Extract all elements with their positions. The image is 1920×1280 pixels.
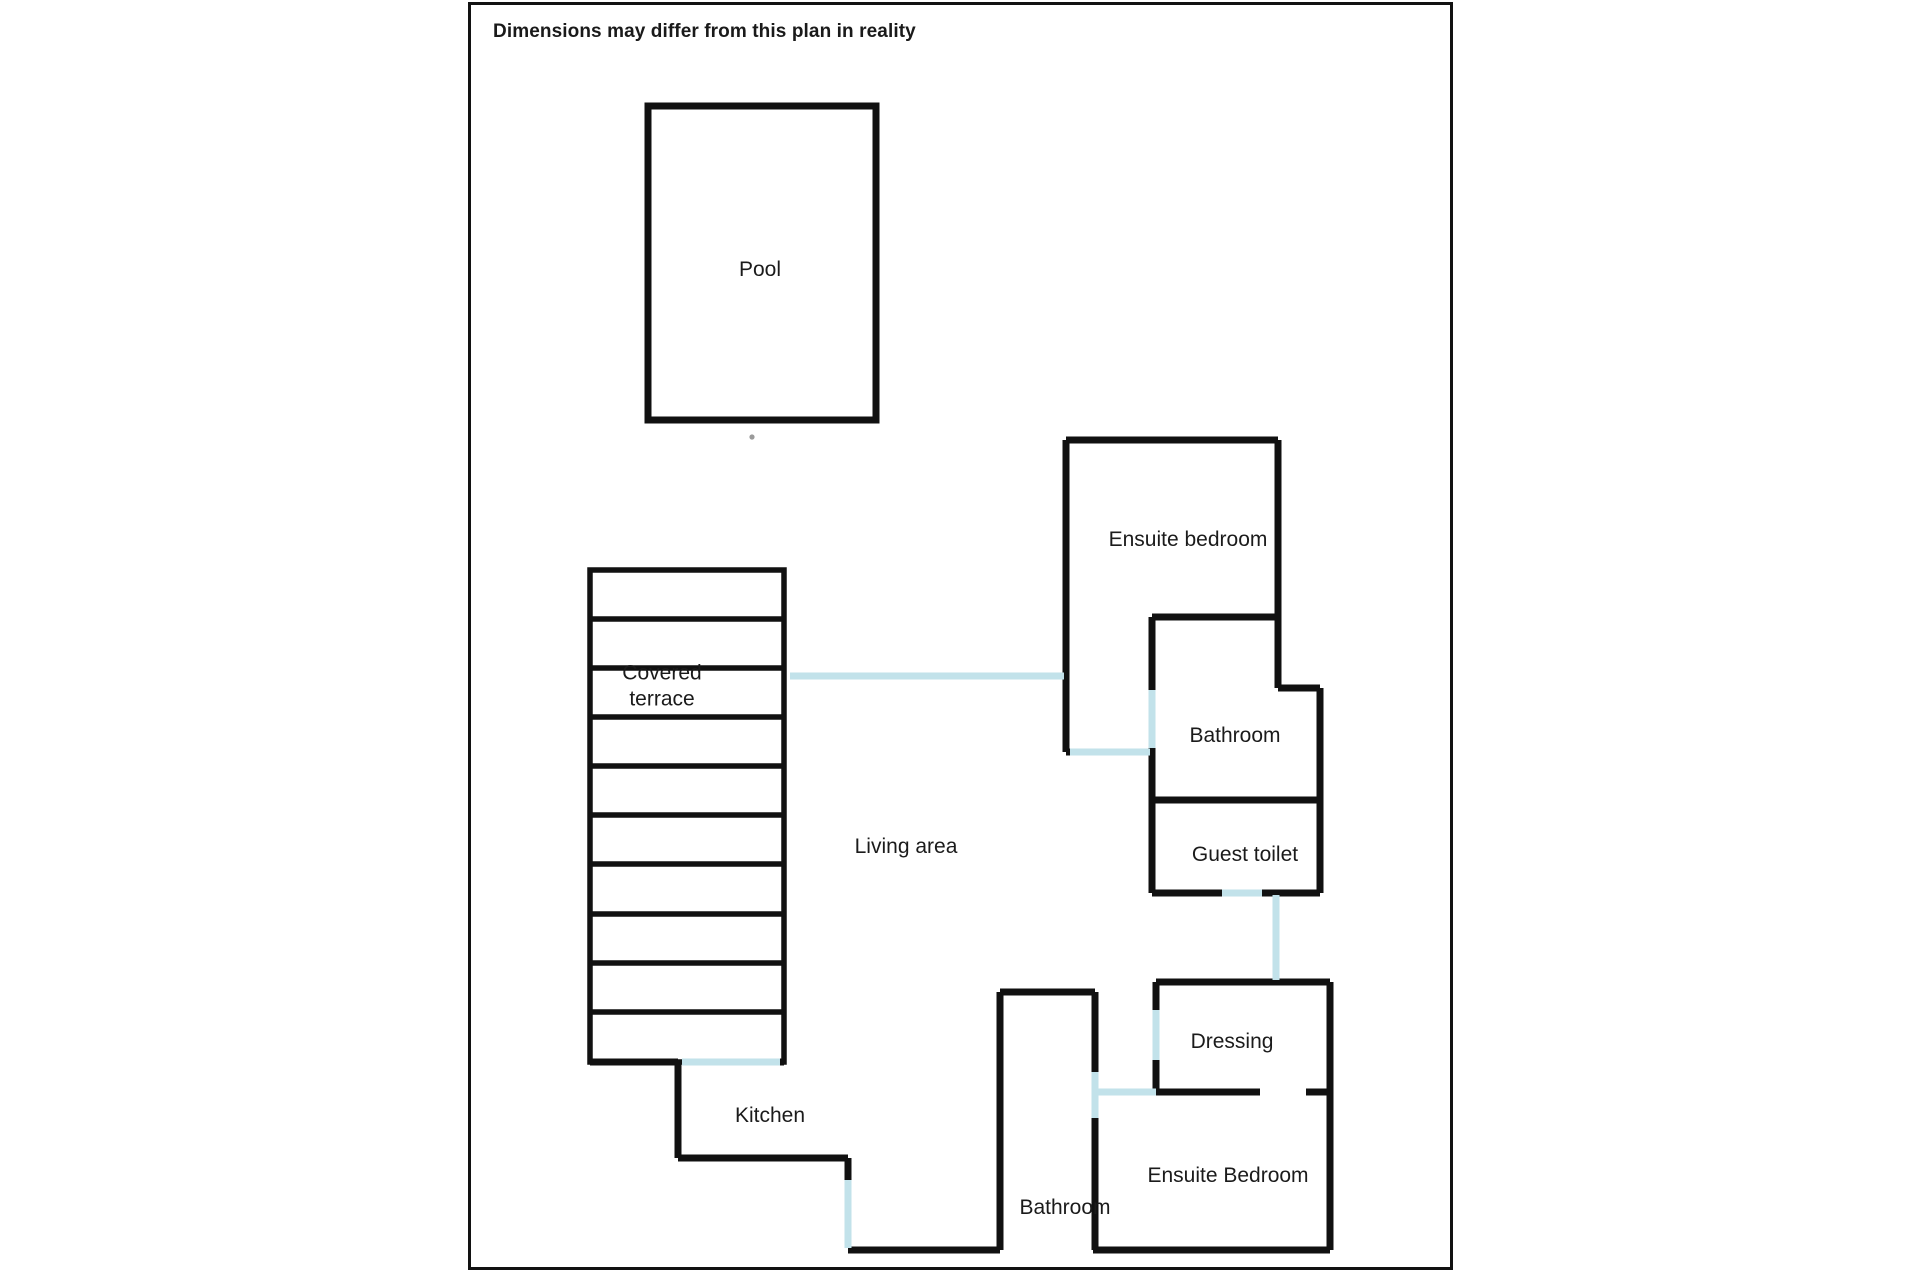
covered-terrace-label-line2: terrace <box>629 687 695 710</box>
room-label-bathroom-bottom: Bathroom <box>1019 1196 1111 1220</box>
room-label-bathroom-top: Bathroom <box>1189 724 1281 748</box>
room-label-covered-terrace: Covered terrace <box>622 660 701 711</box>
room-label-ensuite-bedroom-bottom: Ensuite Bedroom <box>1147 1164 1309 1188</box>
room-label-ensuite-bedroom-top: Ensuite bedroom <box>1108 528 1268 552</box>
room-label-guest-toilet: Guest toilet <box>1191 843 1299 867</box>
covered-terrace-label-line1: Covered <box>622 661 702 685</box>
room-label-living-area: Living area <box>854 835 958 859</box>
room-label-kitchen: Kitchen <box>734 1104 806 1128</box>
plan-disclaimer-note: Dimensions may differ from this plan in … <box>493 21 916 42</box>
room-label-pool: Pool <box>738 258 782 282</box>
room-label-dressing: Dressing <box>1190 1030 1274 1054</box>
floor-plan-page: Dimensions may differ from this plan in … <box>468 2 1453 1270</box>
